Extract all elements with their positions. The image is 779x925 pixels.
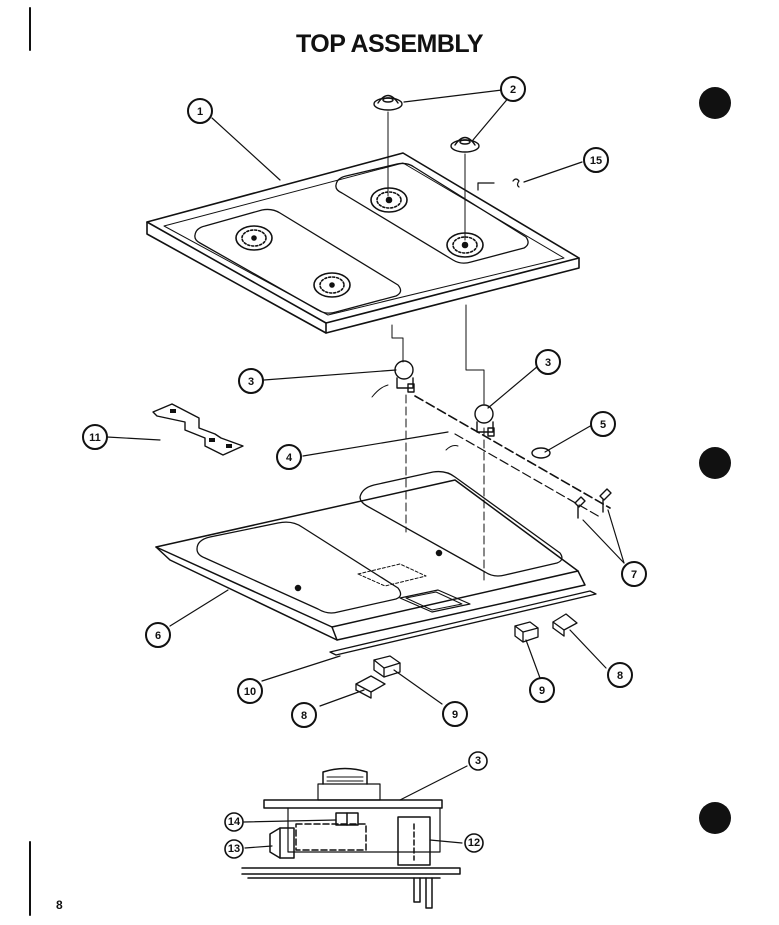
callout-label: 15 (590, 155, 602, 167)
callout-label: 3 (248, 376, 254, 388)
leader-lines (106, 89, 625, 849)
callout-c10: 10 (237, 678, 263, 704)
callout-c4: 4 (276, 444, 302, 470)
callout-c15: 15 (583, 147, 609, 173)
callout-circle (590, 411, 616, 437)
burner-caps (373, 94, 480, 153)
callout-label: 6 (155, 630, 161, 642)
binder-hole (699, 802, 731, 834)
binder-holes (699, 87, 731, 834)
callout-label: 13 (228, 843, 240, 855)
callout-c14: 14 (224, 812, 244, 832)
callout-label: 10 (244, 686, 256, 698)
mounting-bracket (152, 403, 244, 456)
callout-circle (237, 678, 263, 704)
callout-c5: 5 (590, 411, 616, 437)
callout-circle (535, 349, 561, 375)
callout-label: 14 (228, 816, 241, 828)
callout-circle (82, 424, 108, 450)
callout-c12: 12 (464, 833, 484, 853)
binder-hole (699, 87, 731, 119)
trim-strip (329, 590, 597, 656)
callout-label: 7 (631, 569, 637, 581)
callout-circle (224, 812, 244, 832)
screw-part (477, 178, 520, 191)
callout-label: 11 (89, 432, 101, 444)
page-title: TOP ASSEMBLY (295, 30, 484, 58)
callout-label: 9 (452, 709, 458, 721)
callout-circle (621, 561, 647, 587)
callout-c8a: 8 (607, 662, 633, 688)
callout-circle (583, 147, 609, 173)
cooktop-panel (146, 152, 580, 334)
callout-circle (224, 839, 244, 859)
callout-label: 8 (617, 670, 623, 682)
callout-c3b: 3 (535, 349, 561, 375)
callout-c9b: 9 (442, 701, 468, 727)
callout-c3c: 3 (468, 751, 488, 771)
callout-c8b: 8 (291, 702, 317, 728)
callout-circle (500, 76, 526, 102)
callout-circle (238, 368, 264, 394)
gas-manifold-assembly (371, 360, 612, 519)
callout-circle (468, 751, 488, 771)
binder-hole (699, 447, 731, 479)
callout-label: 1 (197, 106, 203, 118)
callout-circle (187, 98, 213, 124)
callout-label: 2 (510, 84, 516, 96)
callout-label: 12 (468, 837, 480, 849)
callout-label: 8 (301, 710, 307, 722)
callout-circle (442, 701, 468, 727)
callout-c3a: 3 (238, 368, 264, 394)
callout-circle (276, 444, 302, 470)
assembly-lines (387, 111, 485, 581)
callout-c11: 11 (82, 424, 108, 450)
callout-circle (291, 702, 317, 728)
page-number: 8 (56, 898, 63, 912)
callout-label: 3 (475, 755, 481, 767)
callout-c9a: 9 (529, 677, 555, 703)
callout-circle (529, 677, 555, 703)
callout-circle (607, 662, 633, 688)
callout-c7: 7 (621, 561, 647, 587)
callout-label: 9 (539, 685, 545, 697)
callout-c2: 2 (500, 76, 526, 102)
callout-label: 4 (286, 452, 293, 464)
callout-c6: 6 (145, 622, 171, 648)
callout-circle (464, 833, 484, 853)
callout-label: 5 (600, 419, 606, 431)
callout-label: 3 (545, 357, 551, 369)
callout-circle (145, 622, 171, 648)
callout-c1: 1 (187, 98, 213, 124)
callout-c13: 13 (224, 839, 244, 859)
valve-detail-view (241, 767, 461, 909)
burner-box (155, 470, 586, 641)
mounting-clips (355, 613, 578, 699)
